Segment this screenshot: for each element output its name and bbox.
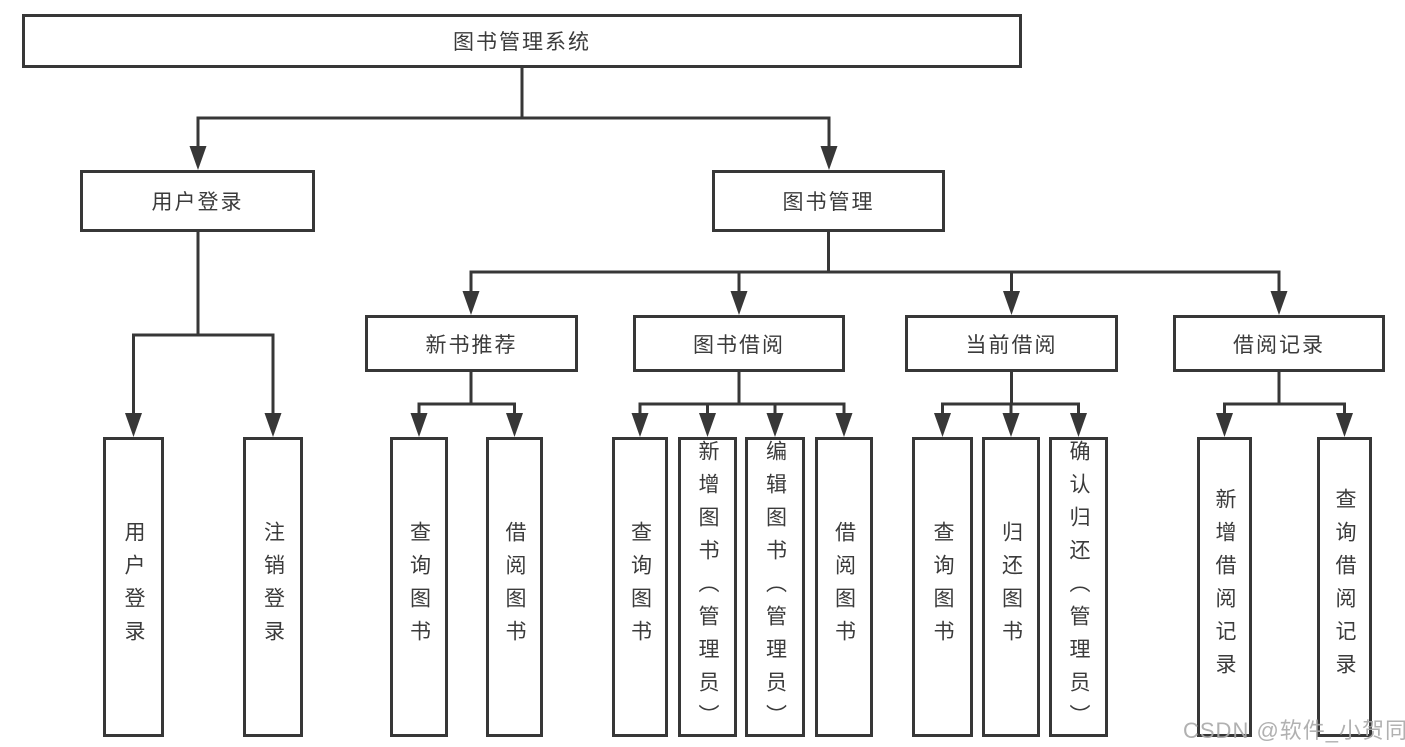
node-current-borrow: 当前借阅 bbox=[905, 315, 1118, 372]
leaf-add-borrow-record: 新增借阅记录 bbox=[1197, 437, 1252, 737]
leaf-borrow-books-recommend: 借阅图书 bbox=[486, 437, 543, 737]
leaf-edit-book-admin: 编辑图书（管理员） bbox=[745, 437, 805, 737]
leaf-user-login: 用户登录 bbox=[103, 437, 164, 737]
leaf-logout: 注销登录 bbox=[243, 437, 303, 737]
leaf-borrow-books-borrow: 借阅图书 bbox=[815, 437, 873, 737]
leaf-query-borrow-record: 查询借阅记录 bbox=[1317, 437, 1372, 737]
node-book-borrow: 图书借阅 bbox=[633, 315, 845, 372]
leaf-query-books-current: 查询图书 bbox=[912, 437, 973, 737]
leaf-add-book-admin: 新增图书（管理员） bbox=[678, 437, 737, 737]
node-library-management-system: 图书管理系统 bbox=[22, 14, 1022, 68]
node-borrow-records: 借阅记录 bbox=[1173, 315, 1385, 372]
node-new-book-recommend: 新书推荐 bbox=[365, 315, 578, 372]
leaf-return-books: 归还图书 bbox=[982, 437, 1040, 737]
csdn-watermark: CSDN @软件_小贺同学 bbox=[1183, 718, 1405, 743]
node-book-management: 图书管理 bbox=[712, 170, 945, 232]
leaf-confirm-return-admin: 确认归还（管理员） bbox=[1049, 437, 1108, 737]
leaf-query-books-recommend: 查询图书 bbox=[390, 437, 448, 737]
leaf-query-books-borrow: 查询图书 bbox=[612, 437, 668, 737]
node-user-login: 用户登录 bbox=[80, 170, 315, 232]
